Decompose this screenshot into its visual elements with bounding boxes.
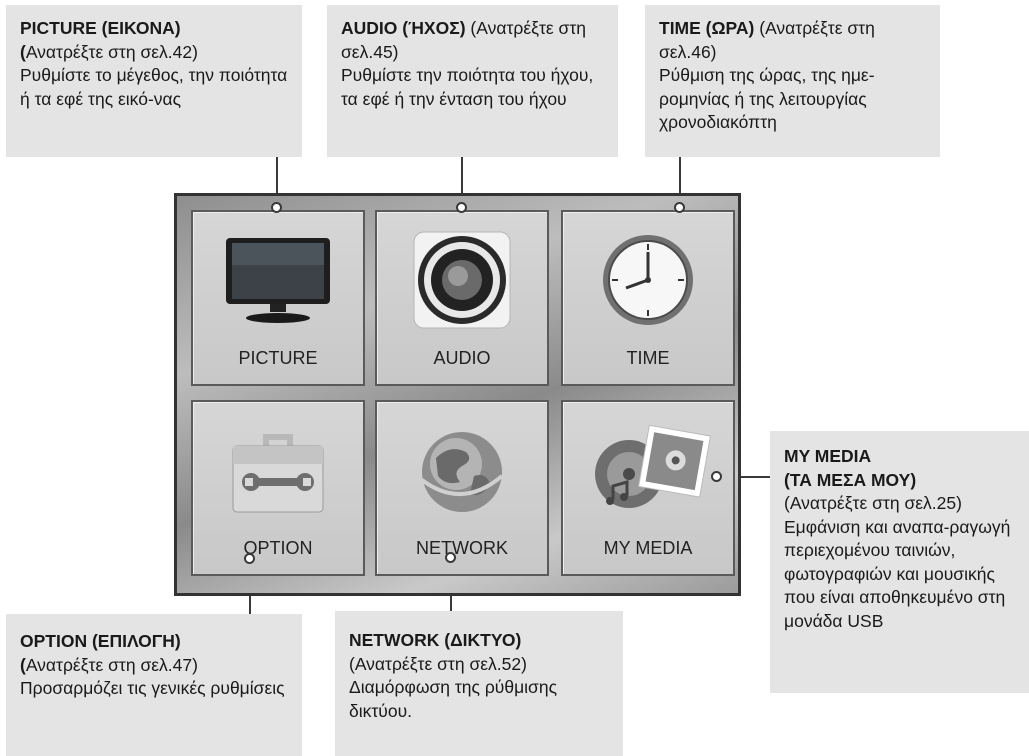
media-icon: [578, 420, 718, 520]
option-callout: OPTION (ΕΠΙΛΟΓΗ) (Ανατρέξτε στη σελ.47) …: [6, 614, 302, 756]
audio-callout: AUDIO (ΉΧΟΣ) (Ανατρέξτε στη σελ.45) Ρυθμ…: [327, 5, 618, 157]
callout-desc: Εμφάνιση και αναπα-ραγωγή περιεχομένου τ…: [784, 516, 1011, 631]
callout-ref: (Ανατρέξτε στη σελ.46): [659, 18, 875, 62]
menu-tile-picture[interactable]: PICTURE: [191, 210, 365, 386]
tile-label: PICTURE: [238, 348, 318, 368]
connector-dot: [271, 202, 282, 213]
callout-desc: Διαμόρφωση της ρύθμισης δικτύου.: [349, 677, 558, 721]
callout-ref: (Ανατρέξτε στη σελ.25): [784, 493, 962, 513]
menu-tile-time[interactable]: TIME: [561, 210, 735, 386]
mymedia-callout: MY MEDIA (ΤΑ ΜΕΣΑ ΜΟΥ) (Ανατρέξτε στη σε…: [770, 431, 1029, 693]
connector-dot: [674, 202, 685, 213]
network-callout: NETWORK (ΔΙΚΤΥΟ) (Ανατρέξτε στη σελ.52) …: [335, 611, 623, 756]
callout-desc: Προσαρμόζει τις γενικές ρυθμίσεις: [20, 678, 285, 698]
callout-title: MY MEDIA: [784, 446, 872, 466]
connector-dot: [445, 552, 456, 563]
connector-line: [720, 476, 770, 478]
menu-tile-mymedia[interactable]: MY MEDIA: [561, 400, 735, 576]
menu-tile-option[interactable]: OPTION: [191, 400, 365, 576]
menu-tile-network[interactable]: NETWORK: [375, 400, 549, 576]
tile-label: AUDIO: [433, 348, 491, 368]
tile-label: OPTION: [243, 538, 313, 558]
clock-icon: [578, 230, 718, 330]
tile-label: TIME: [626, 348, 670, 368]
picture-callout: PICTURE (ΕΙΚΟΝΑ) (Ανατρέξτε στη σελ.42) …: [6, 5, 302, 157]
callout-ref: Ανατρέξτε στη σελ.42): [25, 41, 198, 62]
toolbox-icon: [208, 420, 348, 520]
connector-dot: [456, 202, 467, 213]
home-menu-panel: PICTURE AUDIO: [174, 193, 741, 596]
callout-title: TIME (ΩΡΑ): [659, 18, 755, 38]
time-callout: TIME (ΩΡΑ) (Ανατρέξτε στη σελ.46) Ρύθμισ…: [645, 5, 940, 157]
menu-tile-audio[interactable]: AUDIO: [375, 210, 549, 386]
speaker-icon: [392, 230, 532, 330]
tile-label: NETWORK: [416, 538, 508, 558]
callout-title: PICTURE (ΕΙΚΟΝΑ): [20, 18, 181, 38]
connector-line: [461, 157, 463, 207]
globe-icon: [392, 420, 532, 520]
callout-desc: Ρύθμιση της ώρας, της ημε-ρομηνίας ή της…: [659, 65, 875, 132]
callout-ref: Ανατρέξτε στη σελ.47): [25, 654, 198, 675]
callout-ref: (Ανατρέξτε στη σελ.52): [349, 653, 527, 674]
connector-line: [276, 157, 278, 207]
tv-icon: [208, 230, 348, 330]
connector-dot: [244, 553, 255, 564]
callout-ref: (Ανατρέξτε στη σελ.45): [341, 18, 587, 62]
tile-label: MY MEDIA: [603, 538, 693, 558]
callout-title: OPTION (ΕΠΙΛΟΓΗ): [20, 631, 181, 651]
callout-ref-paren: (: [20, 654, 26, 675]
callout-title: AUDIO (ΉΧΟΣ): [341, 18, 466, 38]
callout-desc: Ρυθμίστε το μέγεθος, την ποιότητα ή τα ε…: [20, 65, 288, 109]
callout-desc: Ρυθμίστε την ποιότητα του ήχου, τα εφέ ή…: [341, 65, 594, 109]
connector-dot: [711, 471, 722, 482]
callout-ref-paren: (: [20, 41, 26, 62]
callout-title-sub: (ΤΑ ΜΕΣΑ ΜΟΥ): [784, 469, 917, 490]
connector-line: [679, 157, 681, 207]
callout-title: NETWORK (ΔΙΚΤΥΟ): [349, 630, 522, 650]
